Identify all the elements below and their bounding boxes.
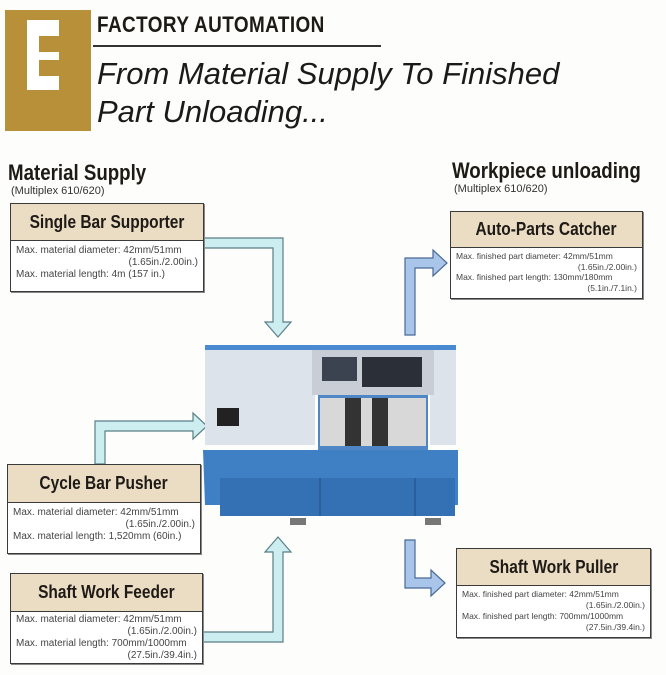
arrow-cycle-bar-pusher (94, 411, 208, 465)
card-title: Shaft Work Feeder (38, 582, 175, 602)
spec-line: (27.5in./39.4in.) (127, 650, 198, 661)
card-shaft-work-puller: Shaft Work Puller Max. finished part dia… (456, 548, 651, 638)
card-title: Auto-Parts Catcher (475, 219, 618, 239)
spec-line: Max. finished part diameter: 42mm/51mm (456, 251, 613, 261)
spec-line: (1.65in./2.00in.) (128, 257, 199, 268)
card-title: Shaft Work Puller (489, 557, 618, 577)
spec-line: Max. material diameter: 42mm/51mm (16, 614, 182, 625)
card-single-bar-supporter: Single Bar Supporter Max. material diame… (10, 203, 204, 292)
material-supply-heading: Material Supply (8, 160, 147, 185)
spec-line: Max. material diameter: 42mm/51mm (16, 245, 182, 256)
subtitle-line-2: Part Unloading... (97, 94, 328, 129)
spec-line: Max. material diameter: 42mm/51mm (13, 507, 179, 518)
arrow-shaft-work-feeder (200, 536, 293, 643)
page-subtitle: From Material Supply To Finished Part Un… (97, 55, 559, 131)
workpiece-unloading-heading: Workpiece unloading (452, 158, 641, 183)
spec-line: (27.5in./39.4in.) (585, 622, 645, 632)
spec-line: (1.65in./2.00in.) (585, 600, 645, 610)
multiplex-lathe-machine-image (203, 345, 458, 525)
spec-line: Max. finished part diameter: 42mm/51mm (462, 589, 619, 599)
arrow-shaft-work-puller (404, 539, 446, 598)
spec-line: (1.65in./2.00in.) (125, 519, 196, 530)
spec-line: Max. finished part length: 130mm/180mm (456, 272, 613, 282)
card-auto-parts-catcher: Auto-Parts Catcher Max. finished part di… (450, 211, 643, 299)
card-cycle-bar-pusher: Cycle Bar Pusher Max. material diameter:… (7, 464, 201, 554)
letter-e-logo (27, 20, 59, 90)
subtitle-line-1: From Material Supply To Finished (97, 56, 560, 91)
arrow-single-bar-supporter (201, 237, 293, 338)
spec-line: Max. finished part length: 700mm/1000mm (462, 611, 624, 621)
section-letter-badge (5, 10, 91, 131)
card-title: Single Bar Supporter (29, 212, 185, 232)
title-divider (93, 45, 381, 47)
spec-line: (1.65in./2.00in.) (127, 626, 198, 637)
card-title: Cycle Bar Pusher (39, 473, 169, 493)
spec-line: Max. material length: 700mm/1000mm (16, 638, 187, 649)
card-shaft-work-feeder: Shaft Work Feeder Max. material diameter… (10, 573, 203, 664)
arrow-auto-parts-catcher (404, 248, 448, 336)
spec-line: (5.1in./7.1in.) (587, 282, 637, 293)
workpiece-unloading-model: (Multiplex 610/620) (454, 183, 548, 195)
page-title: FACTORY AUTOMATION (97, 12, 325, 37)
material-supply-model: (Multiplex 610/620) (11, 185, 105, 197)
spec-line: Max. material length: 1,520mm (60in.) (13, 531, 182, 542)
spec-line: (1.65in./2.00in.) (577, 261, 637, 272)
spec-line: Max. material length: 4m (157 in.) (16, 269, 165, 280)
